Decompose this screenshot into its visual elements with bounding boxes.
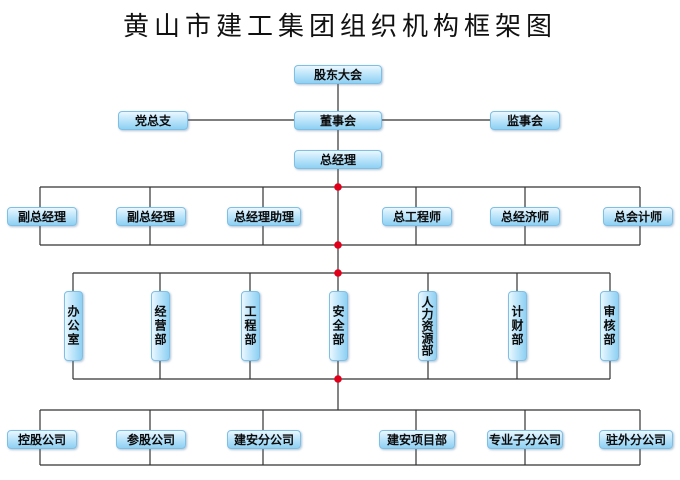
node-department: 人力资源部	[418, 291, 437, 361]
node-department: 审核部	[600, 291, 619, 361]
junction-dot	[334, 183, 342, 191]
node-company: 驻外分公司	[599, 430, 673, 449]
page-title: 黄山市建工集团组织机构框架图	[122, 12, 557, 42]
node-company: 专业子分公司	[487, 430, 563, 449]
node-company: 建安项目部	[379, 430, 455, 449]
junction-dot	[334, 269, 342, 277]
node-company: 控股公司	[7, 430, 77, 449]
node-executive: 总会计师	[603, 207, 673, 226]
node-executive: 总经理助理	[227, 207, 301, 226]
node-gm: 总经理	[294, 150, 382, 169]
node-department: 工程部	[241, 291, 260, 361]
node-company: 建安分公司	[227, 430, 301, 449]
node-executive: 总工程师	[382, 207, 452, 226]
node-company: 参股公司	[116, 430, 186, 449]
node-executive: 副总经理	[7, 207, 77, 226]
node-department: 经营部	[151, 291, 170, 361]
node-department: 安全部	[329, 291, 348, 361]
node-department: 计财部	[508, 291, 527, 361]
node-executive: 总经济师	[490, 207, 560, 226]
node-executive: 副总经理	[116, 207, 186, 226]
junction-dot	[334, 241, 342, 249]
node-shareholders: 股东大会	[294, 65, 382, 84]
node-party: 党总支	[118, 111, 188, 130]
node-department: 办公室	[64, 291, 83, 361]
node-board: 董事会	[294, 111, 382, 130]
junction-dot	[334, 375, 342, 383]
node-supervisors: 监事会	[490, 111, 560, 130]
